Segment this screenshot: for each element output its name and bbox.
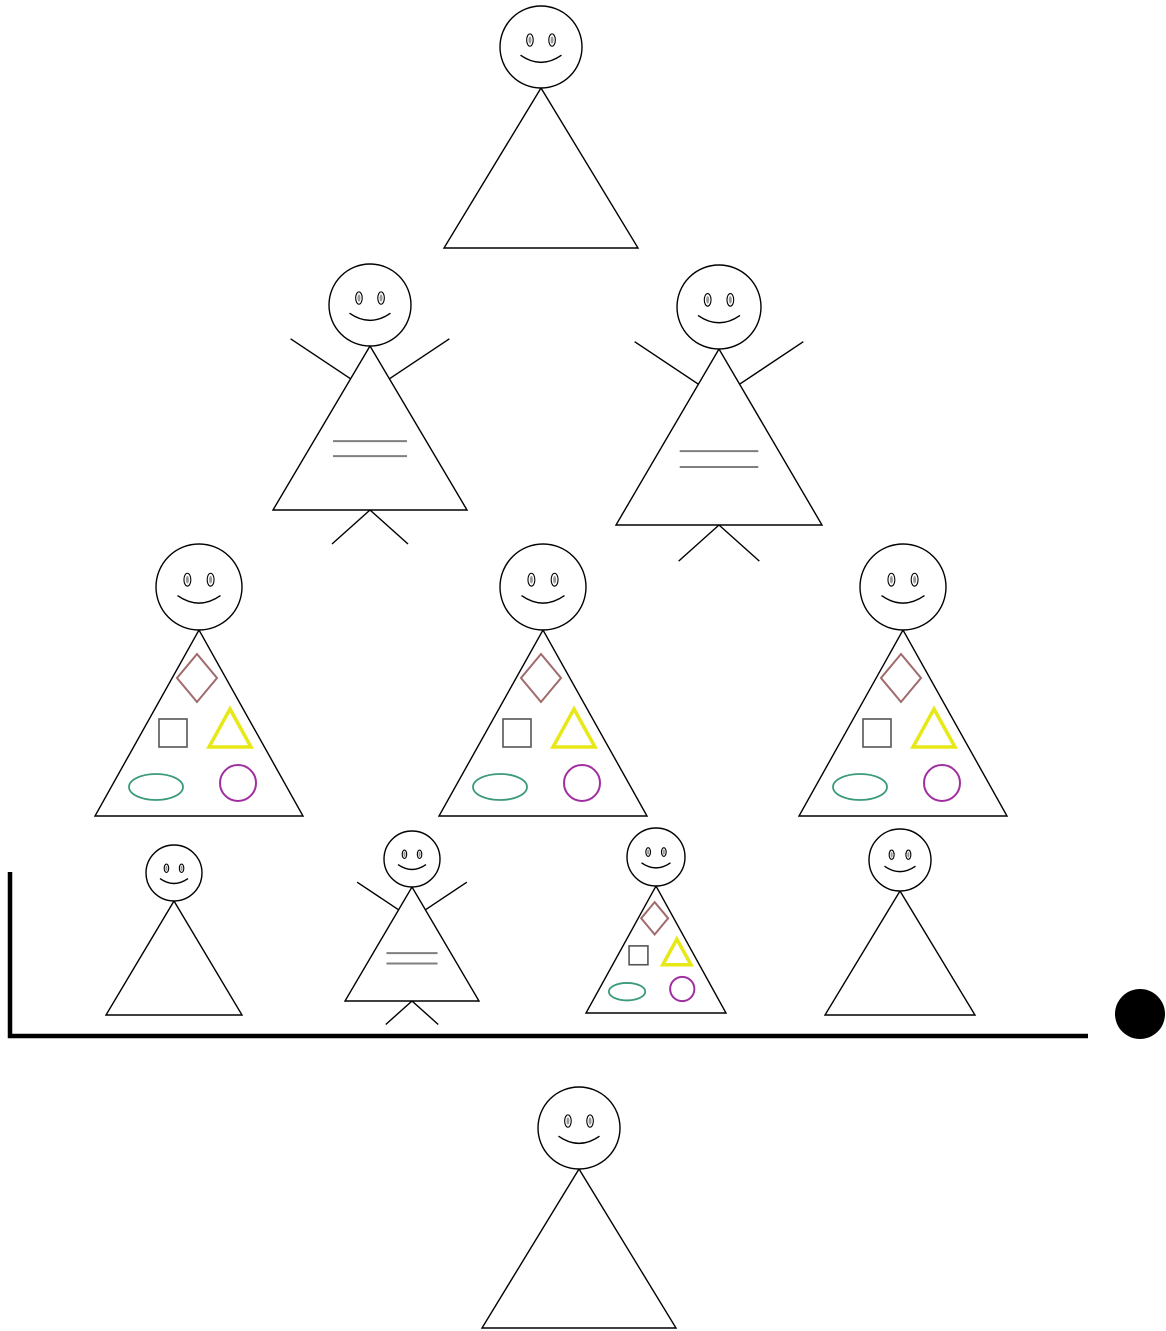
left-arm: [357, 882, 398, 910]
right-leg: [719, 525, 759, 561]
right-pupil: [551, 36, 554, 43]
body-triangle: [616, 349, 822, 525]
right-pupil: [589, 1117, 592, 1124]
body-triangle: [482, 1169, 676, 1328]
right-arm: [389, 339, 449, 379]
head-circle: [146, 845, 202, 901]
left-pupil: [403, 852, 405, 857]
right-arm: [425, 882, 466, 910]
left-pupil: [891, 852, 893, 858]
figure-option-1: [106, 845, 242, 1015]
right-pupil: [663, 849, 665, 854]
left-pupil: [890, 576, 893, 584]
figure-shapes-center: [439, 544, 647, 816]
head-circle: [500, 544, 586, 630]
figure-option-4: [825, 829, 975, 1015]
left-pupil: [357, 294, 360, 301]
figure-arms-right: [616, 265, 822, 561]
figure-arms-left: [273, 264, 467, 544]
head-circle: [869, 829, 931, 891]
figure-shapes-left: [95, 544, 303, 816]
figure-bottom: [482, 1087, 676, 1328]
left-pupil: [706, 296, 709, 304]
left-pupil: [647, 849, 649, 854]
body-triangle: [273, 346, 467, 510]
head-circle: [538, 1087, 620, 1169]
head-circle: [860, 544, 946, 630]
right-pupil: [913, 576, 916, 584]
head-circle: [677, 265, 761, 349]
left-pupil: [165, 866, 167, 871]
right-pupil: [907, 852, 909, 858]
figure-shapes-right: [799, 544, 1007, 816]
figure-apex: [444, 6, 638, 248]
left-pupil: [186, 576, 189, 584]
body-triangle: [825, 891, 975, 1015]
body-triangle: [106, 901, 242, 1015]
left-leg: [679, 525, 719, 561]
head-circle: [329, 264, 411, 346]
left-arm: [291, 339, 351, 379]
right-pupil: [380, 294, 383, 301]
right-leg: [370, 510, 408, 544]
right-arm: [740, 342, 804, 384]
head-circle: [156, 544, 242, 630]
left-pupil: [530, 576, 533, 584]
marker-dot: [1115, 989, 1165, 1039]
left-pupil: [566, 1117, 569, 1124]
body-triangle: [444, 88, 638, 248]
right-pupil: [181, 866, 183, 871]
head-circle: [384, 831, 440, 887]
head-circle: [627, 828, 685, 886]
left-leg: [332, 510, 370, 544]
left-arm: [635, 342, 699, 384]
right-pupil: [729, 296, 732, 304]
body-triangle: [345, 887, 479, 1001]
figure-option-3: [586, 828, 726, 1013]
head-circle: [500, 6, 582, 88]
right-pupil: [553, 576, 556, 584]
figure-option-2: [345, 831, 479, 1024]
right-pupil: [419, 852, 421, 857]
right-pupil: [209, 576, 212, 584]
left-leg: [386, 1001, 412, 1024]
right-leg: [412, 1001, 438, 1024]
left-pupil: [528, 36, 531, 43]
